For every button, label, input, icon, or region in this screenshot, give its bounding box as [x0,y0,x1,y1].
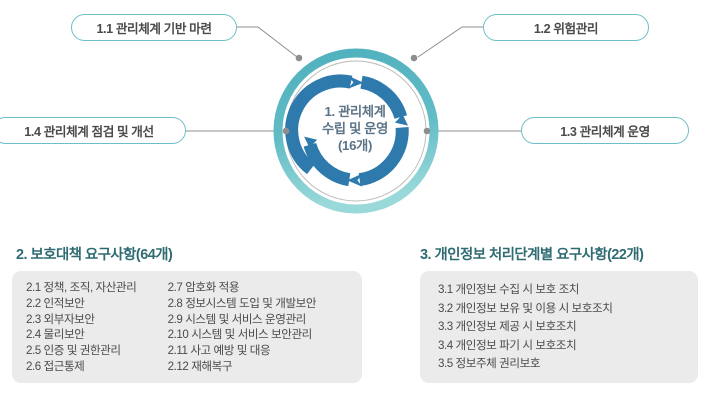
callout-1-1[interactable]: 1.1 관리체계 기반 마련 [71,14,237,41]
list-item: 2.12 재해복구 [167,359,233,373]
list-item: 3.1 개인정보 수집 시 보호 조치 [438,283,580,296]
wheel-diagram: 1. 관리체계 수립 및 운영 (16개) 1.1 관리체계 기반 마련 1.2… [0,14,689,214]
callout-1-3[interactable]: 1.3 관리체계 운영 [521,117,689,144]
list-item: 2.7 암호화 적용 [167,281,240,294]
callout-1-4[interactable]: 1.4 관리체계 점검 및 개선 [0,117,186,144]
list-item: 2.10 시스템 및 서비스 보안관리 [167,328,313,342]
callout-1-2[interactable]: 1.2 위험관리 [483,14,649,41]
connector-dot-1-4 [282,127,290,135]
section-2-column-left: 2.1 정책, 조직, 자산관리 2.2 인적보안 2.3 외부자보안 2.4 … [26,280,168,373]
arrowhead-left [304,136,318,152]
section-2-heading: 2. 보호대책 요구사항(64개) [16,247,173,263]
list-item: 3.2 개인정보 보유 및 이용 시 보호조치 [438,301,613,315]
section-protection-measures: 2. 보호대책 요구사항(64개) 2.1 정책, 조직, 자산관리 2.2 인… [12,243,362,383]
list-item: 2.9 시스템 및 서비스 운영관리 [167,312,307,326]
section-2-column-right: 2.7 암호화 적용 2.8 정보시스템 도입 및 개발보안 2.9 시스템 및… [168,280,352,373]
arrow-segment-1 [285,74,353,175]
connector-dot-1-3 [423,127,431,135]
list-item: 3.4 개인정보 파기 시 보호조치 [438,338,577,352]
list-item: 2.1 정책, 조직, 자산관리 [26,281,137,294]
wheel-graphic [186,26,521,214]
arrow-segment-4 [303,142,351,187]
list-item: 2.8 정보시스템 도입 및 개발보안 [167,296,317,310]
connector-line-1-1 [237,26,298,58]
arrow-segment-3 [358,127,409,187]
section-privacy-lifecycle: 3. 개인정보 처리단계별 요구사항(22개) 3.1 개인정보 수집 시 보호… [420,243,698,383]
list-item: 2.2 인적보안 [26,296,85,310]
list-item: 2.4 물리보안 [26,328,85,342]
connector-line-1-2 [417,26,483,58]
connector-lines [186,26,521,132]
outer-teal-ring [273,48,439,214]
list-item: 2.5 인증 및 권한관리 [26,344,121,358]
list-item: 2.11 사고 예방 및 대응 [167,344,271,358]
connector-dots [282,54,431,135]
requirements-sections: 2. 보호대책 요구사항(64개) 2.1 정책, 조직, 자산관리 2.2 인… [0,243,707,405]
arrowhead-bottom [347,173,363,187]
section-3-heading: 3. 개인정보 처리단계별 요구사항(22개) [420,247,644,263]
list-item: 2.6 접근통제 [26,359,85,373]
arrowhead-top [348,75,364,89]
list-item: 3.5 정보주체 권리보호 [438,357,541,370]
list-item: 2.3 외부자보안 [26,312,95,326]
arrowhead-right [394,110,408,126]
section-3-panel: 3.1 개인정보 수집 시 보호 조치 3.2 개인정보 보유 및 이용 시 보… [420,271,698,383]
arrowheads [304,75,408,187]
connector-dot-1-1 [295,54,303,62]
section-2-panel: 2.1 정책, 조직, 자산관리 2.2 인적보안 2.3 외부자보안 2.4 … [12,271,362,383]
list-item: 3.3 개인정보 제공 시 보호조치 [438,320,577,333]
arrow-segment-2 [360,75,408,120]
process-arrow-ring [285,74,409,187]
connector-dot-1-2 [410,54,418,62]
